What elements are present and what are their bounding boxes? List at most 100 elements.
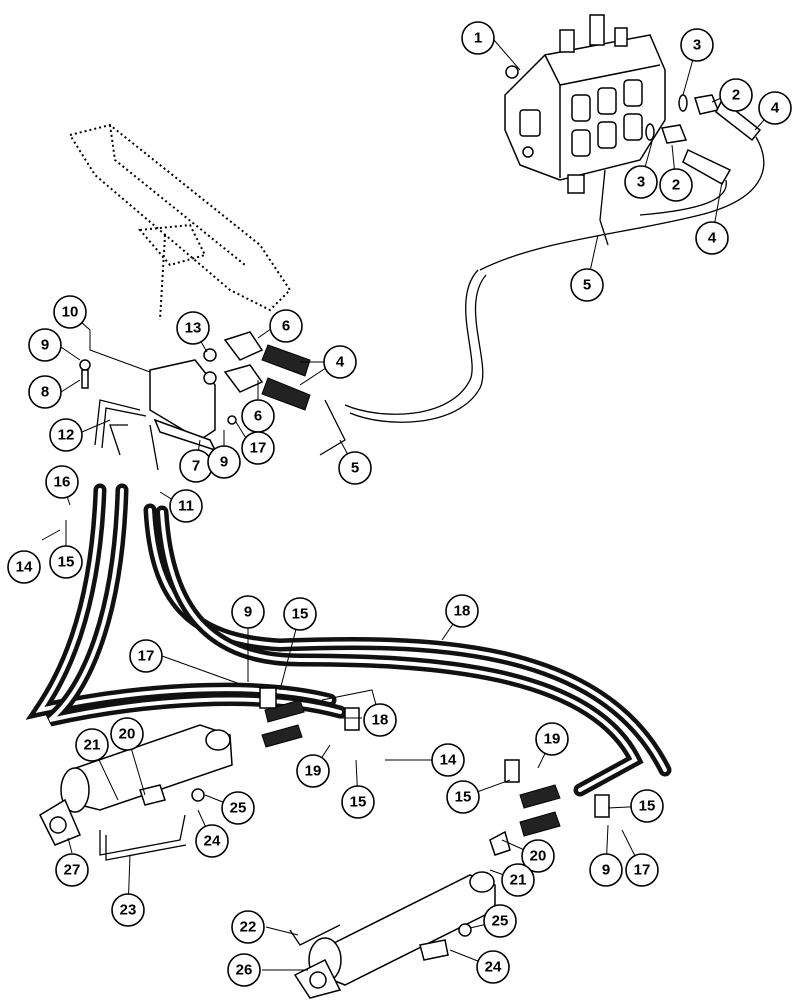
callout-label: 21 <box>84 737 101 754</box>
callout: 17 <box>241 431 275 465</box>
callout-label: 20 <box>530 848 547 865</box>
callout-label: 11 <box>178 498 194 515</box>
callout: 2 <box>659 168 693 202</box>
callout: 25 <box>221 791 255 825</box>
callout: 4 <box>323 345 357 379</box>
callout-label: 10 <box>62 304 79 321</box>
callout-label: 19 <box>305 763 322 780</box>
callout: 16 <box>45 465 79 499</box>
callout: 10 <box>53 295 87 329</box>
callout-label: 2 <box>732 87 740 104</box>
callout-label: 15 <box>639 798 656 815</box>
tube-assemblies <box>94 399 159 471</box>
valve-fittings <box>479 94 765 271</box>
callout-label: 15 <box>350 794 367 811</box>
callout-label: 13 <box>185 320 202 337</box>
callout: 7 <box>179 449 213 483</box>
callout: 15 <box>630 789 664 823</box>
callout: 22 <box>231 910 265 944</box>
callout-label: 6 <box>254 408 262 425</box>
callout-label: 7 <box>192 458 200 475</box>
control-valve <box>504 14 666 194</box>
callout-label: 5 <box>351 460 359 477</box>
callout-label: 25 <box>230 800 247 817</box>
callout: 3 <box>624 165 658 199</box>
frame-member-dotted <box>68 123 292 321</box>
cylinder-upper <box>39 724 233 861</box>
callout: 8 <box>28 375 62 409</box>
callout-label: 26 <box>236 962 253 979</box>
callout: 19 <box>296 754 330 788</box>
callout-label: 16 <box>54 474 71 491</box>
callout: 13 <box>176 311 210 345</box>
callout: 6 <box>269 309 303 343</box>
callout-label: 12 <box>58 427 75 444</box>
callout: 25 <box>483 904 517 938</box>
callout: 2 <box>719 78 753 112</box>
callout: 9 <box>589 853 623 887</box>
callout: 1 <box>461 21 495 55</box>
callout: 20 <box>110 717 144 751</box>
callout: 9 <box>207 445 241 479</box>
callout-label: 22 <box>240 919 257 936</box>
callout: 14 <box>431 743 465 777</box>
callout: 14 <box>7 550 41 584</box>
callout-label: 4 <box>708 230 717 247</box>
callout-label: 17 <box>138 648 155 665</box>
callout-label: 23 <box>120 902 137 919</box>
callout-label: 9 <box>244 604 252 621</box>
hose-end-fittings <box>259 687 610 837</box>
callout: 26 <box>227 953 261 987</box>
callout: 11 <box>169 489 203 523</box>
callout: 18 <box>363 703 397 737</box>
elbow-fittings <box>223 331 346 456</box>
callout: 6 <box>241 399 275 433</box>
callout-label: 3 <box>637 174 645 191</box>
callout: 15 <box>49 545 83 579</box>
callout-label: 24 <box>485 959 502 976</box>
callout-label: 15 <box>455 789 472 806</box>
callout-label: 15 <box>58 554 75 571</box>
callout: 17 <box>625 853 659 887</box>
callout-label: 4 <box>771 100 780 117</box>
return-hose <box>344 269 479 415</box>
callout: 4 <box>758 91 792 125</box>
callout: 24 <box>195 824 229 858</box>
callout: 27 <box>55 853 89 887</box>
callout: 23 <box>111 893 145 927</box>
callout-label: 4 <box>336 354 345 371</box>
callout-label: 9 <box>220 454 228 471</box>
callout-label: 1 <box>474 30 482 47</box>
callout: 5 <box>570 268 604 302</box>
callout: 15 <box>341 785 375 819</box>
callout-label: 19 <box>544 731 561 748</box>
callout: 21 <box>75 728 109 762</box>
callout: 3 <box>680 28 714 62</box>
callout: 24 <box>476 950 510 984</box>
callout: 9 <box>231 595 265 629</box>
callout: 15 <box>446 780 480 814</box>
callout-label: 15 <box>292 606 309 623</box>
cylinder-lower <box>289 830 511 999</box>
callout-label: 8 <box>41 384 49 401</box>
callout-label: 17 <box>250 440 267 457</box>
callout: 15 <box>283 597 317 631</box>
callout: 21 <box>501 863 535 897</box>
callout: 17 <box>129 639 163 673</box>
callout-label: 21 <box>510 872 527 889</box>
callout: 12 <box>49 418 83 452</box>
callout-label: 18 <box>454 603 471 620</box>
callout-label: 18 <box>372 712 389 729</box>
callout-label: 24 <box>204 833 221 850</box>
callout-label: 25 <box>492 913 509 930</box>
callout-label: 6 <box>282 318 290 335</box>
callout-label: 17 <box>634 862 651 879</box>
callout: 5 <box>338 451 372 485</box>
callout: 18 <box>445 594 479 628</box>
callout: 20 <box>521 839 555 873</box>
callout-label: 9 <box>602 862 610 879</box>
callout-label: 27 <box>64 862 81 879</box>
callout-label: 14 <box>440 752 457 769</box>
callout-label: 3 <box>693 37 701 54</box>
